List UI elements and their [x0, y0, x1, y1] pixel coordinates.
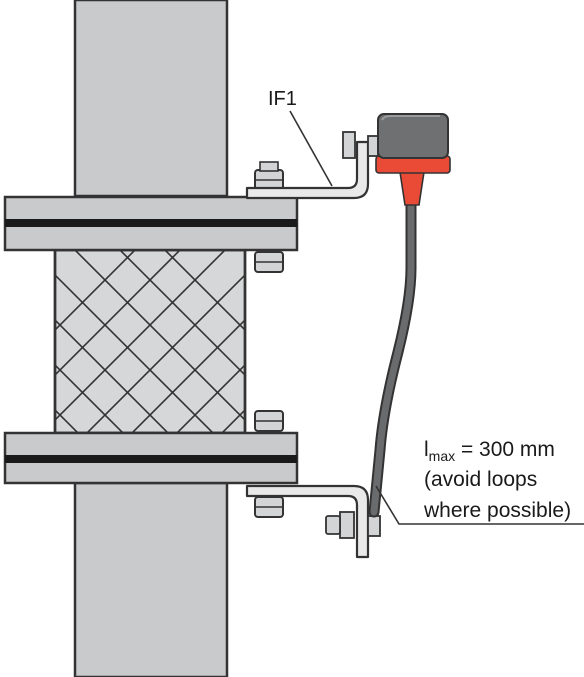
upper-pipe — [73, 0, 229, 198]
max-length-symbol: l — [424, 438, 429, 461]
if1-leader-line — [289, 110, 333, 187]
max-length-value: = 300 mm — [455, 438, 555, 461]
lmax-leader-line — [375, 485, 584, 525]
upper-flange-nut-top — [254, 161, 284, 191]
max-length-subscript: max — [428, 448, 456, 464]
lower-flange-nut-bottom — [254, 496, 284, 518]
cable-note-line2: where possible) — [424, 499, 572, 522]
cable-note-line1: (avoid loops — [424, 468, 538, 491]
bonding-cable — [368, 198, 417, 518]
lower-flange-nut-top — [254, 410, 284, 432]
bellows-section — [53, 248, 247, 435]
lower-bracket — [245, 484, 381, 559]
lower-pipe — [73, 481, 229, 677]
bracket-label: IF1 — [268, 88, 297, 110]
upper-flange — [3, 195, 299, 252]
upper-bracket — [245, 131, 379, 200]
sensor-head — [375, 113, 451, 206]
lower-flange — [3, 431, 299, 485]
max-length-label: lmax = 300 mm — [424, 437, 555, 469]
upper-flange-nut-bottom — [254, 251, 284, 273]
